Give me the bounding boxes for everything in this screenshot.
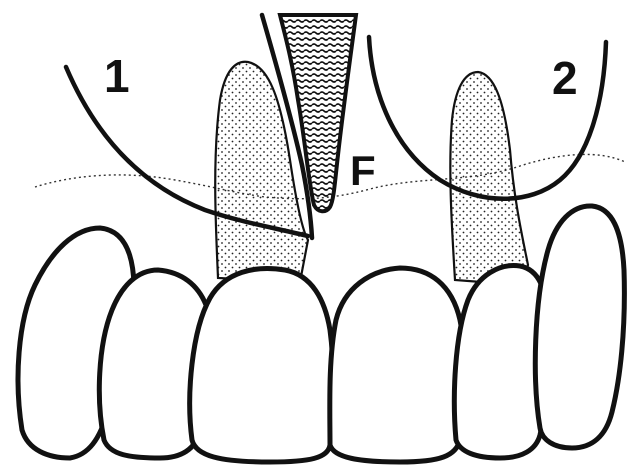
- left-root-graft: [215, 62, 308, 282]
- right-root-graft: [450, 72, 528, 285]
- label-incision-1: 1: [104, 50, 130, 102]
- teeth-row: [18, 206, 624, 462]
- label-f: F: [350, 147, 376, 194]
- tooth-left-central: [190, 268, 333, 462]
- label-incision-2: 2: [552, 52, 578, 104]
- tooth-right-central: [330, 268, 465, 462]
- tooth-right-canine: [535, 206, 624, 448]
